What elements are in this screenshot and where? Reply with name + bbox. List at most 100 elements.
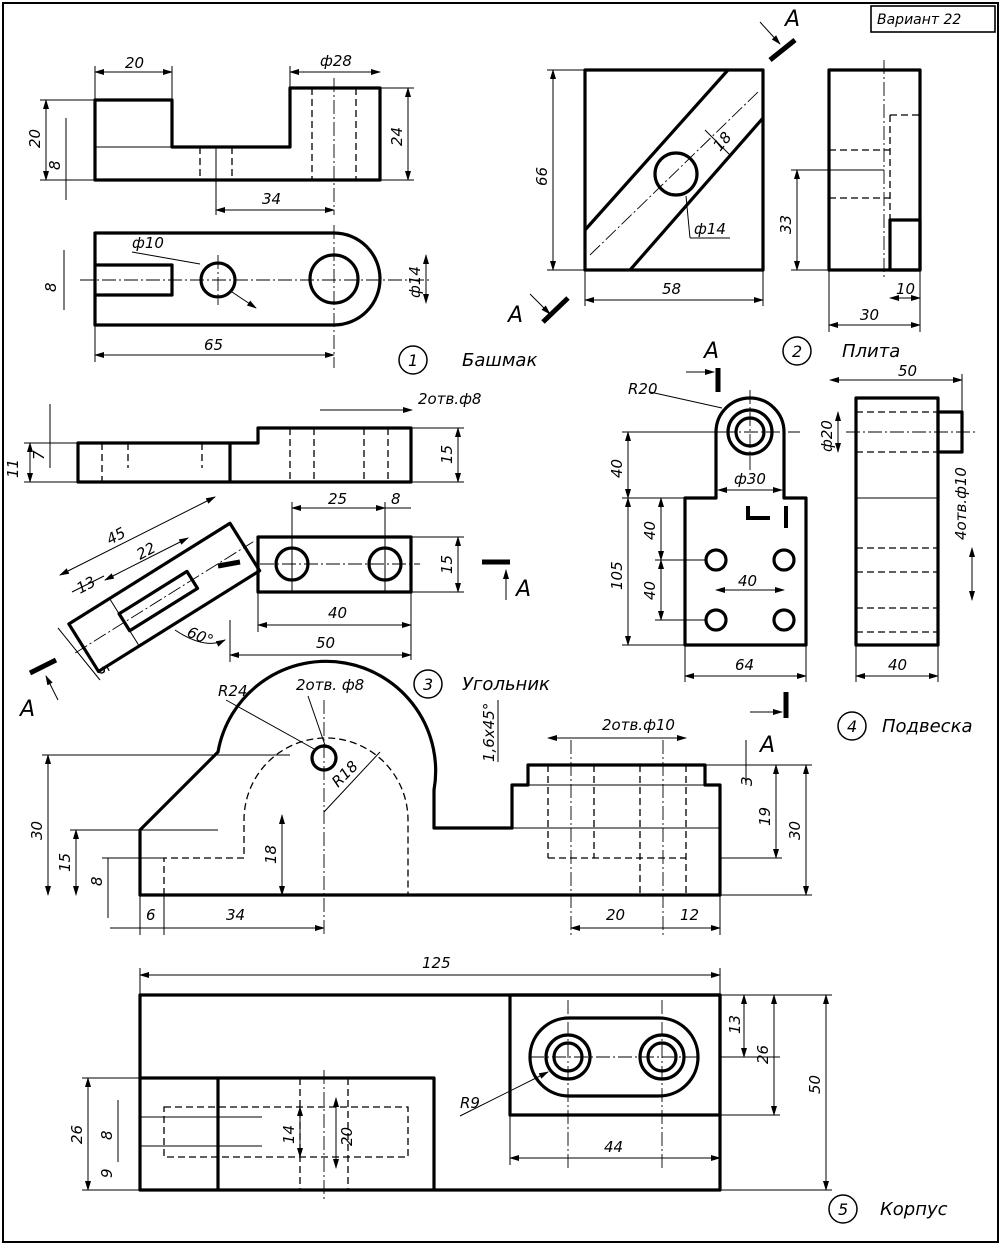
part-number: 4 bbox=[847, 717, 857, 736]
dim: 20 bbox=[125, 54, 144, 72]
dim: 2отв.ф10 bbox=[602, 716, 675, 734]
part-2-front-view bbox=[583, 68, 765, 272]
part-4-label: 4 Подвеска bbox=[837, 711, 972, 741]
dim: 40 bbox=[641, 521, 659, 540]
part-1-label: 1 Башмак bbox=[398, 345, 537, 375]
dim: 64 bbox=[735, 656, 754, 674]
part-3-label: 3 Угольник bbox=[413, 669, 550, 699]
dim: 15 bbox=[438, 445, 456, 464]
dim: 13 bbox=[726, 1015, 744, 1034]
part-1-top-dims: ф10 8 ф14 65 bbox=[42, 234, 429, 362]
dim: 9 bbox=[98, 1168, 116, 1178]
dim: 65 bbox=[204, 336, 223, 354]
dim: 66 bbox=[533, 167, 551, 186]
dim: 50 bbox=[898, 362, 917, 380]
part-number: 5 bbox=[838, 1200, 848, 1219]
dim: R20 bbox=[628, 380, 658, 398]
dim: 30 bbox=[786, 821, 804, 840]
dim: 40 bbox=[888, 656, 907, 674]
dim: 50 bbox=[806, 1075, 824, 1094]
part-name: Плита bbox=[842, 341, 900, 362]
dim: 19 bbox=[756, 807, 774, 826]
dim: 14 bbox=[280, 1125, 298, 1144]
part-number: 3 bbox=[423, 675, 433, 694]
dim: 8 bbox=[46, 160, 64, 170]
dim: 6 bbox=[146, 906, 156, 924]
dim: 1,6х45° bbox=[480, 703, 498, 762]
dim: 25 bbox=[328, 490, 347, 508]
dim: 33 bbox=[777, 215, 795, 234]
dim: 11 bbox=[4, 459, 22, 478]
section-label: A bbox=[514, 577, 531, 602]
dim: ф14 bbox=[694, 220, 726, 238]
dim: 60° bbox=[185, 623, 216, 650]
dim: 15 bbox=[438, 555, 456, 574]
part-number: 1 bbox=[408, 351, 418, 370]
dim: 34 bbox=[262, 190, 281, 208]
dim: 8 bbox=[391, 490, 401, 508]
part-4-side-dims: 50 ф20 4отв.ф10 40 bbox=[818, 362, 975, 682]
dim: 8 bbox=[98, 1130, 116, 1140]
part-name: Корпус bbox=[880, 1199, 948, 1220]
variant-box: Вариант 22 bbox=[870, 5, 996, 33]
part-3-top-dims: 25 8 15 40 50 45 22 13 60° 5 bbox=[57, 490, 464, 681]
dim: ф28 bbox=[320, 52, 352, 70]
part-1-top-view bbox=[80, 225, 430, 368]
dim: 26 bbox=[754, 1045, 772, 1064]
part-5-top-view bbox=[138, 993, 722, 1200]
part-4-front-view bbox=[683, 390, 808, 647]
dim: 4отв.ф10 bbox=[952, 467, 970, 540]
part-3-front-view bbox=[76, 426, 413, 484]
part-5-label: 5 Корпус bbox=[828, 1194, 948, 1224]
part-4-front-dims: R20 40 ф30 105 40 40 40 64 bbox=[608, 380, 807, 682]
part-2-section-marks: A A bbox=[506, 7, 800, 328]
section-label: A bbox=[702, 339, 719, 364]
dim: 20 bbox=[606, 906, 625, 924]
dim: R9 bbox=[460, 1094, 480, 1112]
dim: 8 bbox=[88, 876, 106, 886]
dim: ф14 bbox=[406, 266, 424, 298]
part-5-front-view bbox=[138, 659, 722, 935]
dim: 3 bbox=[738, 776, 756, 786]
part-2-label: 2 Плита bbox=[782, 336, 900, 366]
part-4-side-view bbox=[846, 396, 975, 647]
dim: 20 bbox=[338, 1127, 356, 1146]
part-name: Угольник bbox=[462, 674, 550, 695]
dim: 105 bbox=[608, 561, 626, 590]
part-3-section-marks: A A bbox=[18, 559, 531, 722]
dim: 45 bbox=[103, 524, 128, 549]
dim: 40 bbox=[738, 572, 757, 590]
dim: 34 bbox=[226, 906, 245, 924]
dim: 12 bbox=[680, 906, 699, 924]
part-5-top-dims: 125 13 26 50 R9 44 26 8 9 14 20 bbox=[68, 954, 832, 1191]
dim: 13 bbox=[73, 573, 98, 598]
dim: 18 bbox=[262, 845, 280, 864]
dim: 15 bbox=[56, 853, 74, 872]
dim: 24 bbox=[388, 127, 406, 146]
section-label: A bbox=[783, 7, 800, 32]
dim: 30 bbox=[860, 306, 879, 324]
dim: R18 bbox=[328, 757, 362, 791]
dim: 40 bbox=[608, 459, 626, 478]
dim: ф10 bbox=[132, 234, 164, 252]
part-2-side-dims: 33 10 30 bbox=[777, 169, 921, 332]
dim: R24 bbox=[218, 682, 248, 700]
part-name: Подвеска bbox=[882, 716, 972, 737]
part-4-section-marks: A bbox=[686, 339, 721, 392]
section-label: A bbox=[506, 303, 523, 328]
dim: 50 bbox=[316, 634, 335, 652]
part-3-front-dims: 2отв.ф8 11 7 15 bbox=[4, 390, 481, 483]
variant-label: Вариант 22 bbox=[877, 12, 961, 28]
dim: ф30 bbox=[734, 470, 766, 488]
dim: 8 bbox=[42, 282, 60, 292]
part-1-front-view bbox=[93, 78, 382, 215]
part-5-section-marks: A bbox=[750, 692, 789, 758]
dim: 2отв.ф8 bbox=[418, 390, 481, 408]
dim: 18 bbox=[709, 128, 735, 154]
dim: 20 bbox=[26, 129, 44, 148]
dim: 26 bbox=[68, 1125, 86, 1144]
dim: 22 bbox=[133, 539, 158, 564]
part-1-dims: 20 ф28 20 8 24 34 bbox=[26, 52, 414, 213]
